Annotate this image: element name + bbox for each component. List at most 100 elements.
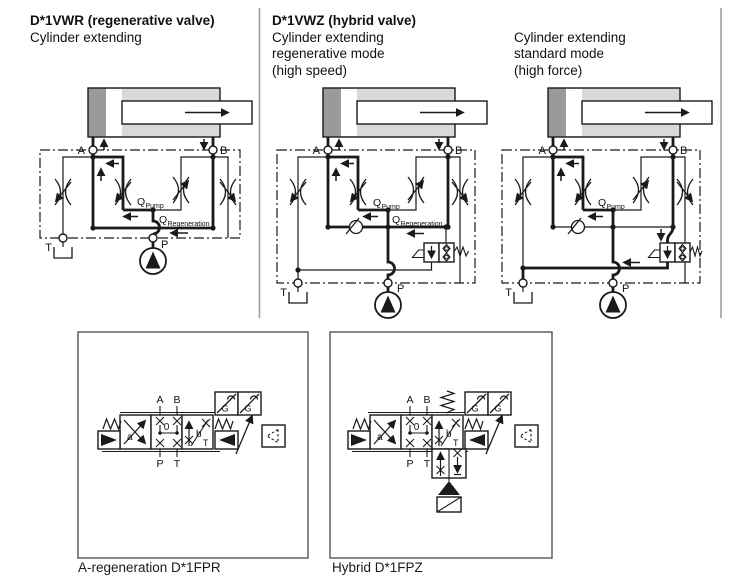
section-subtitle: Cylinder extending bbox=[30, 29, 142, 45]
gauge-label: G bbox=[495, 404, 502, 414]
gauge-label: G bbox=[472, 404, 479, 414]
header-hybrid-valve: D*1VWZ (hybrid valve) Cylinder extending… bbox=[272, 13, 416, 79]
q-pump-subscript: Pump bbox=[146, 203, 164, 210]
q-regen-label: Q bbox=[159, 214, 167, 226]
cylinder bbox=[88, 88, 252, 137]
spool-symbol-hybrid: G G a 0 b T A B P T bbox=[329, 331, 553, 559]
port-a-label: A bbox=[313, 145, 321, 157]
cylinder bbox=[323, 88, 487, 137]
circuit-hybrid-standard-mode: A B T P Q Pump bbox=[501, 88, 712, 319]
section-subtitle: regenerative mode bbox=[272, 46, 385, 61]
valve-block-boundary bbox=[276, 149, 476, 284]
spring-icon bbox=[352, 417, 372, 431]
q-regen-subscript: Regeneration bbox=[401, 221, 443, 228]
caption-hybrid: Hybrid D*1FPZ bbox=[332, 560, 423, 575]
spring-icon bbox=[689, 244, 703, 259]
pipes bbox=[62, 137, 229, 248]
spring-icon bbox=[464, 417, 484, 431]
port-b-label: B bbox=[455, 145, 462, 157]
t-inside-label: T bbox=[453, 438, 459, 448]
port-p bbox=[383, 278, 393, 288]
position-b-paths bbox=[184, 418, 211, 447]
solenoid-lever-icon bbox=[411, 249, 424, 259]
spool-port-p-label: P bbox=[156, 458, 163, 470]
tank-icon bbox=[513, 291, 533, 304]
position-0-paths bbox=[405, 416, 432, 448]
position-a-label: a bbox=[377, 432, 383, 443]
cylinder bbox=[548, 88, 712, 137]
port-a bbox=[548, 145, 558, 155]
gauge-label: G bbox=[222, 404, 229, 414]
valve-block-boundary bbox=[39, 149, 241, 239]
flow-arrows bbox=[556, 138, 669, 267]
port-a-label: A bbox=[539, 145, 547, 157]
q-pump-label: Q bbox=[137, 196, 145, 208]
port-a-label: A bbox=[78, 145, 86, 157]
port-a bbox=[323, 145, 333, 155]
pipes bbox=[297, 137, 461, 292]
port-t bbox=[58, 233, 68, 243]
flow-arrows bbox=[331, 138, 444, 238]
q-regen-label: Q bbox=[392, 214, 400, 226]
tank-icon bbox=[288, 291, 308, 304]
tank-label: T bbox=[45, 242, 52, 254]
port-a bbox=[88, 145, 98, 155]
pilot-triangle-icon bbox=[518, 428, 532, 444]
pilot-box bbox=[261, 424, 286, 448]
t-inside-label: T bbox=[203, 438, 209, 448]
gauge-label: G bbox=[245, 404, 252, 414]
port-b bbox=[443, 145, 453, 155]
circuit-regenerative-valve: A B T P Q Pump Q Regeneration bbox=[39, 88, 252, 275]
caption-a-regeneration: A-regeneration D*1FPR bbox=[78, 560, 221, 575]
section-subtitle: (high force) bbox=[514, 62, 583, 78]
spool-port-b-label: B bbox=[423, 394, 430, 406]
tank-label: T bbox=[505, 287, 512, 299]
port-b-label: B bbox=[680, 145, 687, 157]
regeneration-extension bbox=[431, 448, 467, 513]
symbol-frame bbox=[77, 331, 309, 559]
section-subtitle: (high speed) bbox=[272, 62, 348, 78]
spool-port-t-label: T bbox=[174, 458, 181, 470]
spool-port-b-label: B bbox=[173, 394, 180, 406]
q-pump-label: Q bbox=[598, 197, 606, 209]
solenoid-triangle-icon bbox=[101, 434, 117, 446]
pilot-box bbox=[514, 424, 539, 448]
circuit-hybrid-regenerative-mode: A B T P Q Pump Q Regeneration bbox=[276, 88, 487, 319]
spool-symbol-a-regeneration: G G a 0 b T A B P T bbox=[77, 331, 309, 559]
spool-port-p-label: P bbox=[406, 458, 413, 470]
proportional-arrow-icon bbox=[235, 414, 254, 455]
solenoid-triangle-icon bbox=[351, 434, 367, 446]
section-subtitle: Cylinder extending bbox=[272, 29, 384, 45]
q-pump-subscript: Pump bbox=[382, 204, 400, 211]
position-0-paths bbox=[155, 416, 182, 448]
spring-icon bbox=[214, 417, 234, 431]
position-a-paths bbox=[373, 419, 397, 445]
tank-label: T bbox=[280, 287, 287, 299]
junction-dots bbox=[90, 154, 216, 231]
solenoid-valve-2way bbox=[411, 242, 469, 263]
flow-arrows bbox=[96, 138, 209, 238]
q-pump-label: Q bbox=[373, 197, 381, 209]
spool-port-t-label: T bbox=[424, 458, 431, 470]
port-p bbox=[608, 278, 618, 288]
spool-port-a-label: A bbox=[156, 394, 163, 406]
position-a-label: a bbox=[127, 432, 133, 443]
valve-block-boundary bbox=[501, 149, 701, 284]
spring-icon bbox=[102, 417, 122, 431]
spring-icon bbox=[453, 245, 469, 258]
solenoid-triangle-icon bbox=[469, 434, 485, 446]
section-subtitle: standard mode bbox=[514, 46, 605, 61]
solenoid-valve-2way bbox=[647, 242, 703, 263]
pipes bbox=[521, 137, 686, 292]
port-b bbox=[208, 145, 218, 155]
position-a-paths bbox=[123, 419, 147, 445]
port-t bbox=[518, 278, 528, 288]
port-b-label: B bbox=[220, 145, 227, 157]
position-b-label: b bbox=[446, 429, 452, 440]
section-title: D*1VWZ (hybrid valve) bbox=[272, 13, 417, 28]
pilot-triangle-icon bbox=[265, 428, 279, 444]
position-b-label: b bbox=[196, 429, 202, 440]
position-0-label: 0 bbox=[414, 422, 420, 433]
pump-label: P bbox=[161, 239, 168, 251]
